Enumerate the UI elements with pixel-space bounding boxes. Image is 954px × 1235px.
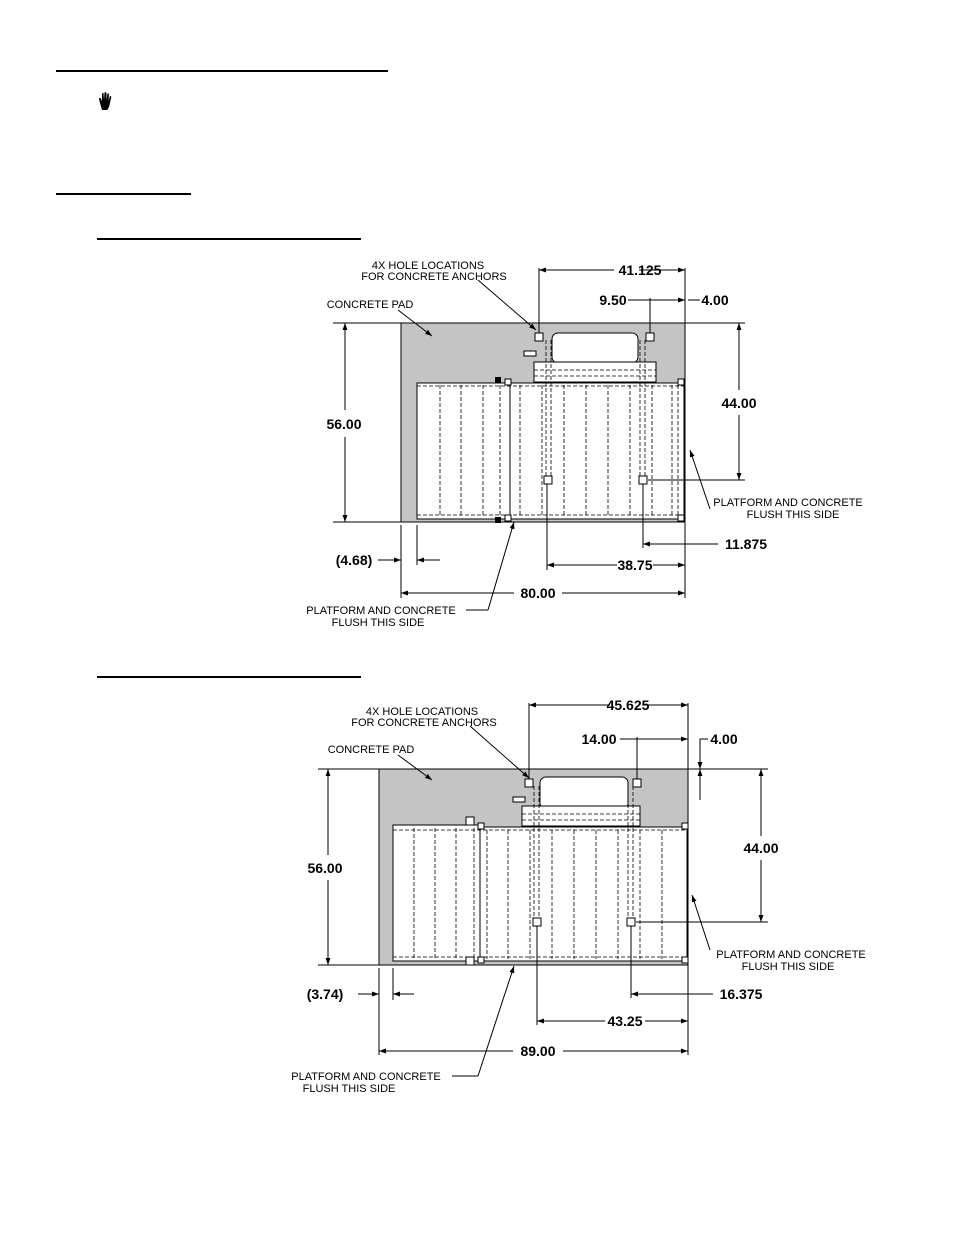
- platform-slats: [417, 385, 684, 517]
- subsection-heading-rule: [97, 238, 361, 240]
- dimension-hole-x: 43.25: [607, 1013, 642, 1029]
- hole-locations-label: 4X HOLE LOCATIONS: [372, 260, 484, 272]
- anchor-hole: [638, 475, 648, 485]
- dimension-hole-offset: 9.50: [599, 292, 626, 308]
- dimension-hole-span: 44.00: [743, 840, 778, 856]
- anchor-hole: [534, 332, 544, 342]
- flush-side-label: PLATFORM AND CONCRETE: [291, 1071, 441, 1083]
- flush-side-label: PLATFORM AND CONCRETE: [713, 497, 863, 509]
- lift-motor-housing: [539, 776, 629, 810]
- dimension-width: 89.00: [520, 1043, 555, 1059]
- dimension-top: 45.625: [607, 697, 650, 713]
- anchor-hole: [532, 917, 542, 927]
- diagram-89-inch-platform: 4X HOLE LOCATIONS FOR CONCRETE ANCHORS C…: [291, 697, 866, 1095]
- dimension-depth: 56.00: [307, 860, 342, 876]
- subsection-heading-rule: [97, 676, 361, 678]
- bracket: [512, 796, 526, 803]
- diagram-80-inch-platform: 4X HOLE LOCATIONS FOR CONCRETE ANCHORS C…: [306, 260, 863, 629]
- dimension-edge: 4.00: [701, 292, 728, 308]
- corner-post: [495, 517, 501, 523]
- lift-motor-housing: [551, 332, 639, 364]
- platform-main-section: [479, 826, 688, 962]
- anchor-hole: [543, 475, 553, 485]
- bracket: [523, 350, 537, 357]
- dimension-right-offset: 16.375: [720, 986, 763, 1002]
- hole-locations-label: FOR CONCRETE ANCHORS: [351, 717, 496, 729]
- dimension-left-offset: (4.68): [336, 552, 373, 568]
- platform-left-section: [392, 824, 481, 962]
- anchor-hole: [626, 917, 636, 927]
- dimension-hole-offset: 14.00: [581, 731, 616, 747]
- flush-side-label: PLATFORM AND CONCRETE: [716, 949, 866, 961]
- hole-locations-label: 4X HOLE LOCATIONS: [366, 706, 478, 718]
- dimension-left-offset: (3.74): [307, 986, 344, 1002]
- dimension-top: 41.125: [619, 262, 662, 278]
- flush-side-label: FLUSH THIS SIDE: [332, 617, 425, 629]
- concrete-pad-label: CONCRETE PAD: [327, 299, 414, 311]
- section-heading-rule: [56, 193, 191, 195]
- anchor-hole: [645, 332, 655, 342]
- hole-locations-label: FOR CONCRETE ANCHORS: [361, 271, 506, 283]
- platform-left-section: [416, 382, 511, 520]
- platform-main-section: [509, 382, 685, 520]
- dimension-edge: 4.00: [710, 731, 737, 747]
- lift-base: [533, 361, 657, 383]
- anchor-hole: [632, 778, 642, 788]
- anchor-hole: [524, 778, 534, 788]
- dimension-hole-span: 44.00: [721, 395, 756, 411]
- dimension-right-offset: 11.875: [725, 536, 767, 552]
- flush-side-label: FLUSH THIS SIDE: [303, 1083, 396, 1095]
- dimension-depth: 56.00: [326, 416, 361, 432]
- hand-stop-icon: [99, 92, 112, 110]
- lift-base: [521, 805, 641, 827]
- flush-side-label: FLUSH THIS SIDE: [742, 961, 835, 973]
- corner-post: [495, 377, 501, 383]
- dimension-width: 80.00: [520, 585, 555, 601]
- flush-side-label: PLATFORM AND CONCRETE: [306, 605, 456, 617]
- dimension-hole-x: 38.75: [617, 557, 652, 573]
- platform-slats: [393, 828, 687, 959]
- section-heading-rule: [56, 70, 388, 72]
- flush-side-label: FLUSH THIS SIDE: [747, 509, 840, 521]
- concrete-pad-label: CONCRETE PAD: [328, 744, 415, 756]
